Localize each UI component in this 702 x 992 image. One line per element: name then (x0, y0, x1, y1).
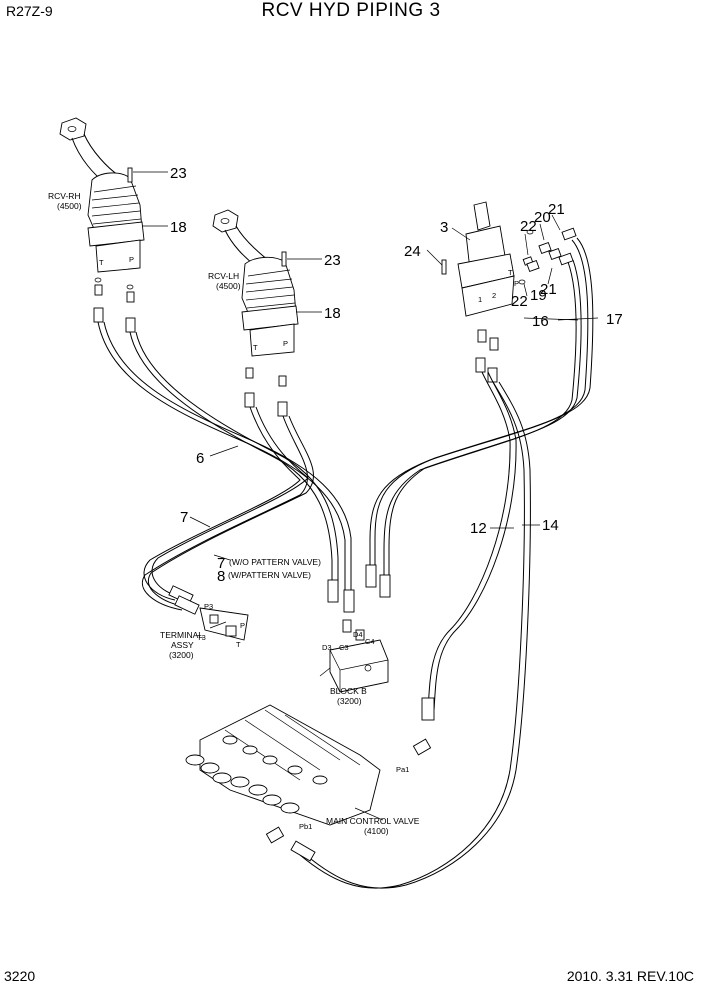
hose-7-a (143, 406, 301, 601)
hose-8-b (148, 415, 314, 608)
pattern-valve-3-assembly: T P 1 2 (426, 201, 577, 383)
page-title: RCV HYD PIPING 3 (261, 0, 441, 21)
terminal-assy: P3 T3 P T (197, 602, 249, 649)
label-rcv-lh: RCV-LH (208, 271, 239, 281)
label-mcv-code: (4100) (364, 826, 389, 836)
callout-22-lower: 22 (511, 293, 528, 310)
callout-22-upper: 22 (520, 218, 537, 235)
rcv-lh-assembly: T P (212, 209, 322, 417)
bolt-24 (441, 259, 447, 275)
callout-7: 7 (180, 509, 188, 526)
port-p3: P3 (204, 602, 213, 611)
port-p-lh: P (283, 339, 288, 348)
bolt-23-lh (281, 251, 287, 267)
label-w-pattern-valve: (W/PATTERN VALVE) (228, 570, 311, 580)
hose-6-c (129, 331, 333, 600)
port-t-3: T (508, 268, 513, 277)
port-t-lh: T (253, 343, 258, 352)
hose-6-a (97, 321, 346, 600)
rcv-rh-valve-body (95, 239, 141, 273)
callout-18-lh: 18 (324, 305, 341, 322)
label-rcv-rh: RCV-RH (48, 191, 81, 201)
port-terminal-p: P (240, 621, 245, 630)
page-number: 3220 (4, 968, 36, 984)
port-pb1: Pb1 (299, 822, 312, 831)
callout-6: 6 (196, 450, 204, 467)
rcv-rh-base (87, 221, 145, 247)
label-block-b: BLOCK B (330, 686, 367, 696)
port-d4: D4 (353, 630, 363, 639)
label-terminal: TERMINAL (160, 630, 203, 640)
callout-20: 20 (534, 209, 551, 226)
callout-14: 14 (542, 517, 559, 534)
rcv-lh-handle-grip (212, 209, 239, 233)
leader-lines (189, 214, 599, 821)
rcv-rh-handle-grip (59, 117, 87, 141)
label-block-b-code: (3200) (337, 696, 362, 706)
bolt-23-rh (127, 167, 133, 183)
port-c3: C3 (339, 643, 349, 652)
hose-6-b (103, 321, 352, 600)
label-rcv-rh-code: (4500) (57, 201, 82, 211)
port-terminal-t: T (236, 640, 241, 649)
label-main-control-valve: MAIN CONTROL VALVE (326, 816, 420, 826)
hose-16-b (374, 237, 594, 580)
hose-6-d (135, 331, 339, 600)
callout-24: 24 (404, 243, 421, 260)
hose-12-b (433, 371, 517, 711)
hose-8-a (142, 415, 308, 611)
hose-end-fittings (168, 564, 435, 862)
port-d3: D3 (322, 643, 332, 652)
rcv-lh-base (241, 305, 299, 331)
hose-12-a (427, 371, 511, 711)
callout-21-lower: 21 (540, 281, 557, 298)
port-c4: C4 (365, 637, 375, 646)
callout-3: 3 (440, 219, 448, 236)
hose-14-b (305, 381, 531, 889)
callout-8-w-pattern: 8 (217, 568, 225, 585)
main-control-valve: Pa1 Pb1 (185, 704, 432, 844)
callout-18-rh: 18 (170, 219, 187, 236)
rcv-rh-fittings (93, 277, 136, 333)
label-assy: ASSY (171, 640, 194, 650)
model-code: R27Z-9 (6, 3, 53, 19)
callout-17: 17 (606, 311, 623, 328)
callout-23-lh: 23 (324, 252, 341, 269)
block-b: D3 C3 D4 C4 (322, 619, 389, 693)
callout-19: 19 (530, 287, 547, 304)
port-t3: T3 (197, 633, 206, 642)
port-1: 1 (478, 295, 482, 304)
revision-date: 2010. 3.31 REV.10C (566, 968, 694, 984)
port-p-3: P (514, 279, 519, 288)
callout-23-rh: 23 (170, 165, 187, 182)
callout-21-upper: 21 (548, 201, 565, 218)
valve-3-lever (473, 201, 491, 231)
callout-12: 12 (470, 520, 487, 537)
rcv-rh-assembly: T P (59, 117, 168, 333)
label-rcv-lh-code: (4500) (216, 281, 241, 291)
label-wo-pattern-valve: (W/O PATTERN VALVE) (229, 557, 321, 567)
valve-3-body (461, 275, 515, 317)
rcv-lh-fittings (244, 367, 288, 417)
port-pa1: Pa1 (396, 765, 409, 774)
port-t-rh: T (99, 258, 104, 267)
hose-7-b (151, 406, 309, 598)
label-terminal-code: (3200) (169, 650, 194, 660)
callout-7-wo-pattern: 7 (217, 555, 225, 572)
rcv-lh-valve-body (249, 323, 295, 357)
callout-16: 16 (532, 313, 549, 330)
port-p-rh: P (129, 255, 134, 264)
port-2: 2 (492, 291, 496, 300)
